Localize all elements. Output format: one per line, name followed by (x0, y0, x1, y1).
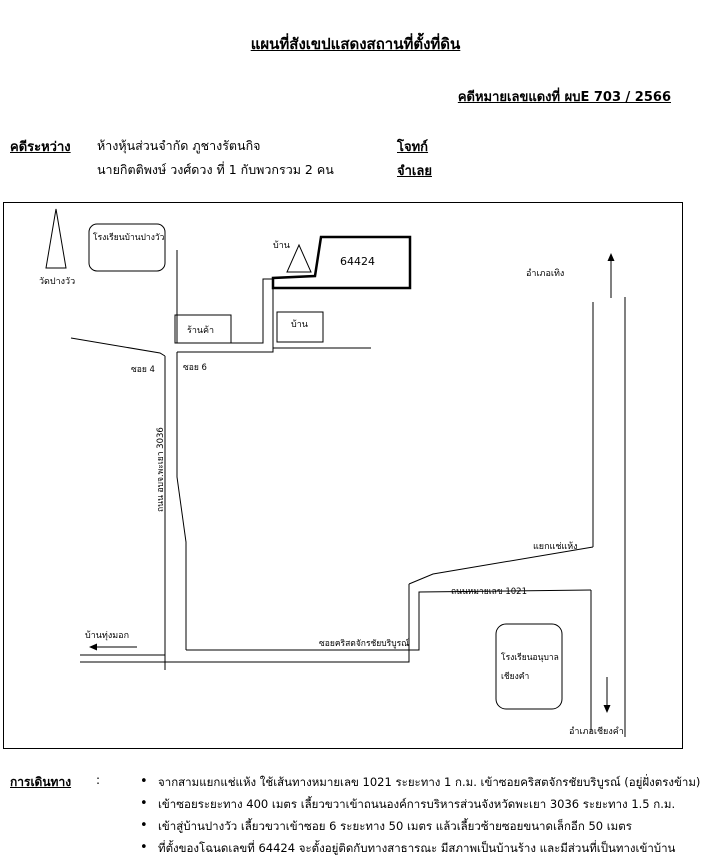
arrow-down-icon (603, 705, 611, 713)
road-1021-label: ถนนหมายเลข 1021 (451, 587, 527, 597)
road-3036-label: ถนน อบจ.พะเยา 3036 (156, 427, 166, 512)
directions-list: จากสามแยกแช่แห้ง ใช้เส้นทางหมายเลข 1021 … (140, 771, 700, 859)
junction-label: แยกแช่แห้ง (533, 541, 578, 552)
soi4-label: ซอย 4 (131, 365, 155, 375)
temple-label: วัดปางวัว (39, 277, 75, 287)
to-chiangkham-label: อำเภอเชียงคำ (569, 726, 624, 737)
directions-colon: : (96, 773, 101, 787)
house-plot-label: บ้าน (273, 240, 290, 251)
kindergarten-label-1: โรงเรียนอนุบาล (501, 652, 559, 663)
school-top-box (88, 223, 166, 272)
school-top-label: โรงเรียนบ้านปางวัว (93, 232, 165, 243)
defendant-name: นายกิตติพงษ์ วงศ์ดวง ที่ 1 กับพวกรวม 2 ค… (97, 162, 334, 177)
land-plot-64424 (271, 235, 412, 290)
soi-christ-north-edge (186, 589, 592, 651)
arrow-left-icon (89, 643, 97, 651)
kindergarten-box (495, 623, 563, 710)
parties-label: คดีระหว่าง (10, 140, 71, 155)
direction-step: เข้าซอยระยะทาง 400 เมตร เลี้ยวขวาเข้าถนน… (140, 793, 700, 815)
road-1021-upper (408, 546, 594, 585)
to-thoeng-label: อำเภอเทิง (526, 268, 564, 279)
direction-step: จากสามแยกแช่แห้ง ใช้เส้นทางหมายเลข 1021 … (140, 771, 700, 793)
defendant-role: จำเลย (397, 164, 432, 179)
arrow-up-icon (607, 253, 615, 261)
road-line (177, 288, 274, 353)
to-thungmok-label: บ้านทุ่งมอก (85, 630, 129, 641)
road-3036-right (176, 352, 187, 650)
direction-step: เข้าสู่บ้านปางวัว เลี้ยวขวาเข้าซอย 6 ระย… (140, 815, 700, 837)
direction-step: ที่ตั้งของโฉนดเลขที่ 64424 จะตั้งอยู่ติด… (140, 837, 700, 859)
case-number: คดีหมายเลขแดงที่ ผบE 703 / 2566 (457, 90, 671, 105)
plaintiff-name: ห้างหุ้นส่วนจำกัด ภูชางรัตนกิจ (97, 138, 261, 153)
plaintiff-role: โจทก์ (397, 140, 429, 155)
temple-icon (45, 208, 67, 269)
soi6-label: ซอย 6 (183, 363, 207, 373)
house-icon (286, 243, 312, 273)
directions-label: การเดินทาง (10, 775, 72, 789)
location-sketch-map: วัดปางวัว โรงเรียนบ้านปางวัว ร้านค้า บ้า… (3, 202, 683, 749)
shop-label: ร้านค้า (187, 325, 214, 336)
house-lower-box (276, 311, 324, 343)
road-line (70, 337, 166, 357)
house-lower-label: บ้าน (291, 319, 308, 330)
soi-christ-label: ซอยคริสตจักรชัยบริบูรณ์ (319, 638, 409, 649)
road-line (177, 278, 273, 344)
plot-number-label: 64424 (340, 255, 375, 268)
kindergarten-label-2: เชียงคำ (501, 671, 529, 682)
page-title: แผนที่สังเขปแสดงสถานที่ตั้งที่ดิน (250, 35, 461, 53)
soi-christ-south-edge (80, 584, 410, 663)
map-frame (3, 202, 683, 749)
